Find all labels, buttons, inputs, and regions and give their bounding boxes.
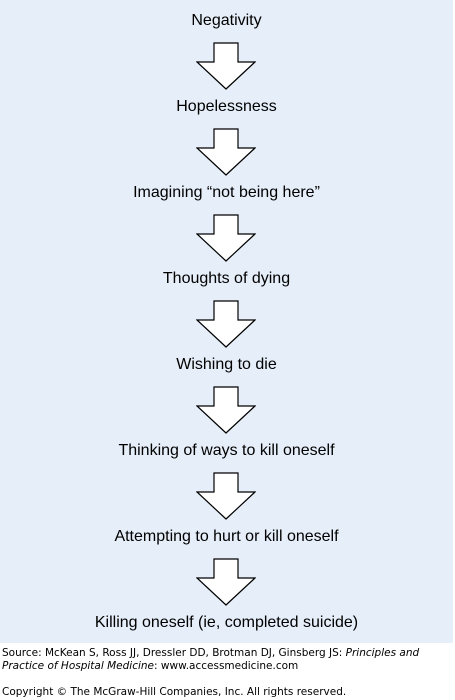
copyright-notice: Copyright © The McGraw-Hill Companies, I… xyxy=(2,686,347,698)
down-arrow-icon xyxy=(196,558,256,606)
down-arrow-icon xyxy=(196,386,256,434)
source-book-title: Principles and Practice of Hospital Medi… xyxy=(2,647,420,672)
step-completed-suicide: Killing oneself (ie, completed suicide) xyxy=(94,614,359,631)
source-citation: Source: McKean S, Ross JJ, Dressler DD, … xyxy=(2,647,453,673)
source-suffix: : www.accessmedicine.com xyxy=(154,660,299,672)
down-arrow-icon xyxy=(196,42,256,90)
step-imagining-not-being-here: Imagining “not being here” xyxy=(133,184,320,201)
down-arrow-icon xyxy=(196,300,256,348)
down-arrow-icon xyxy=(196,214,256,262)
step-attempting-to-hurt: Attempting to hurt or kill oneself xyxy=(114,528,339,545)
down-arrow-icon xyxy=(196,128,256,176)
step-wishing-to-die: Wishing to die xyxy=(176,356,277,373)
source-prefix: Source: McKean S, Ross JJ, Dressler DD, … xyxy=(2,647,346,659)
flowchart-panel: Negativity Hopelessness Imagining “not b… xyxy=(0,0,453,643)
down-arrow-icon xyxy=(196,472,256,520)
step-thoughts-of-dying: Thoughts of dying xyxy=(162,270,291,287)
step-thinking-of-ways: Thinking of ways to kill oneself xyxy=(118,442,335,459)
step-negativity: Negativity xyxy=(191,12,262,29)
step-hopelessness: Hopelessness xyxy=(176,98,277,115)
